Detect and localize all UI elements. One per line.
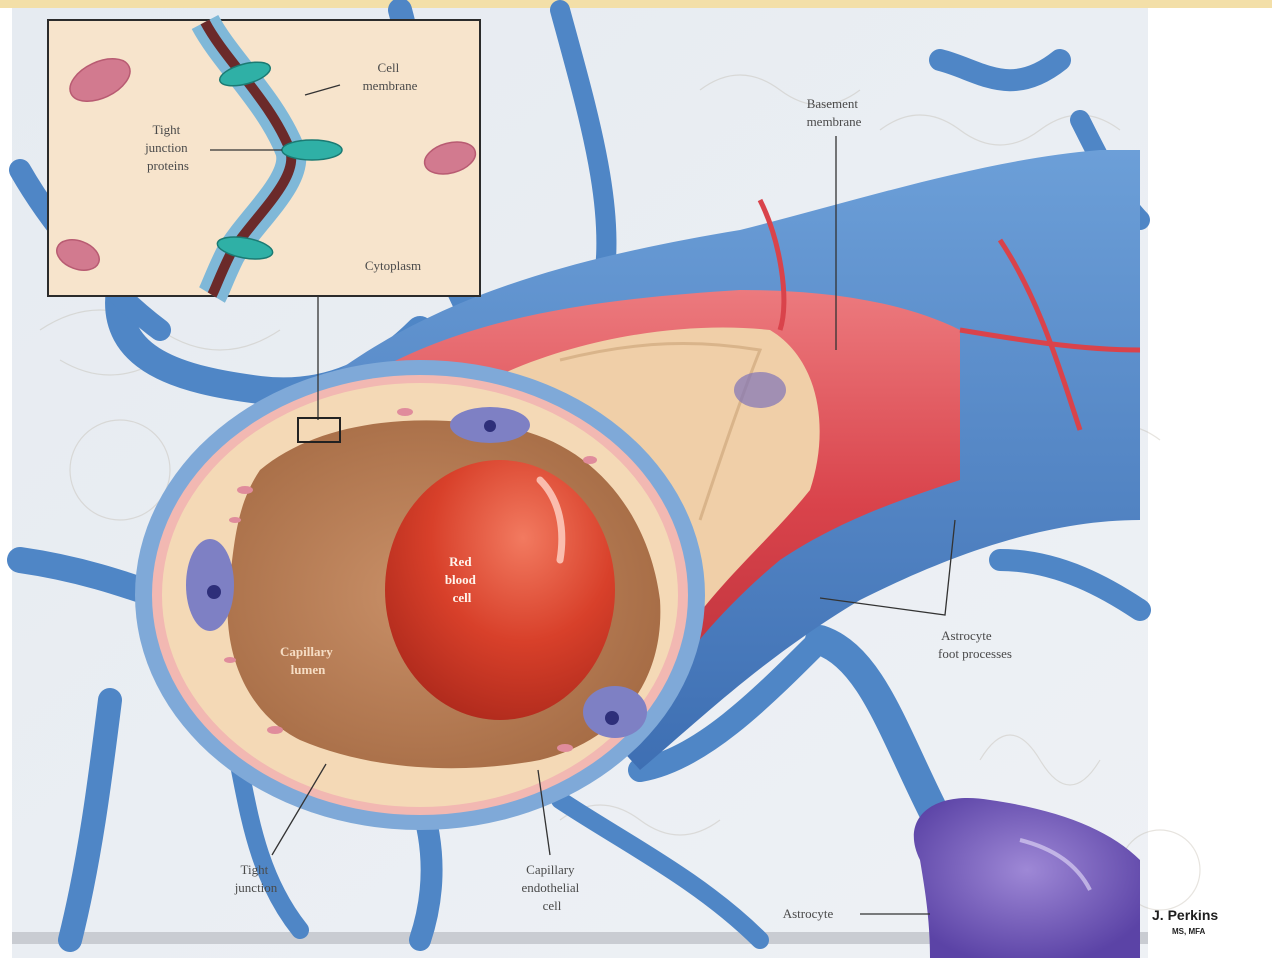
endothelial-nucleus-wall [734,372,786,408]
artist-credentials: MS, MFA [1172,927,1206,936]
inset-panel: Cell membrane Tight junction proteins Cy… [48,20,480,296]
red-blood-cell [385,460,615,720]
endothelial-nucleus-left [186,539,234,631]
label-cytoplasm: Cytoplasm [365,258,421,273]
top-border [0,0,1272,8]
junction-protein-2 [282,140,342,160]
capillary-cross-section [135,360,705,830]
nucleolus-left [207,585,221,599]
artist-signature: J. Perkins [1152,907,1218,923]
nucleolus-right [605,711,619,725]
nucleolus-top [484,420,496,432]
label-astrocyte: Astrocyte [783,906,834,921]
